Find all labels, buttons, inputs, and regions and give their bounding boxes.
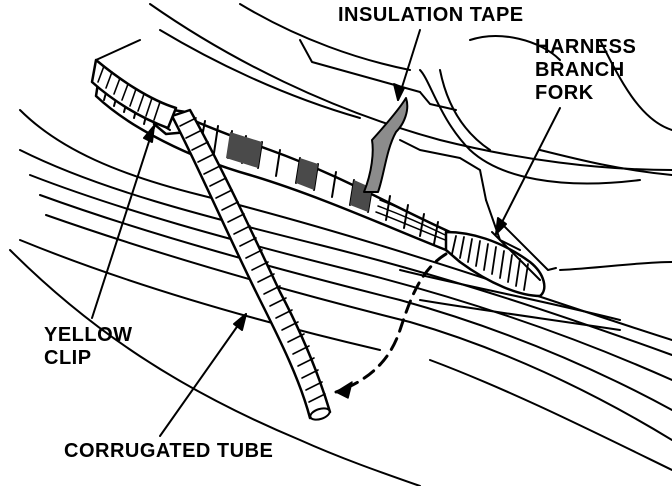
harness-branch-fork-label: HARNESS BRANCH FORK (535, 36, 636, 105)
routing-arrow (334, 252, 448, 399)
tube-ridges (179, 117, 326, 403)
harness-label-line-1: HARNESS (535, 36, 637, 58)
insulation-tape-label: INSULATION TAPE (338, 4, 524, 27)
yellow-clip-line-2: CLIP (44, 347, 92, 369)
yellow-clip-label: YELLOW CLIP (44, 324, 133, 370)
yellow-clip-line-1: YELLOW (44, 324, 133, 346)
lower-contour-lines (9, 109, 672, 486)
corrugated-tube-text: CORRUGATED TUBE (64, 440, 274, 462)
insulation-tape-text: INSULATION TAPE (338, 4, 524, 26)
harness-fork-leader (495, 107, 561, 235)
upper-sleeve (90, 58, 178, 130)
corrugated-tube (170, 108, 332, 421)
harness-label-line-2: BRANCH (535, 59, 625, 81)
insulation-tape-flap (363, 97, 409, 193)
yellow-clip-leader (91, 125, 155, 319)
corrugated-tube-label: CORRUGATED TUBE (64, 440, 273, 463)
corrugated-tube-leader (159, 313, 247, 437)
callout-leaders (91, 29, 561, 437)
harness-branch-fork (444, 221, 557, 298)
body-panel-lines (95, 3, 672, 271)
harness-label-line-3: FORK (535, 82, 594, 104)
